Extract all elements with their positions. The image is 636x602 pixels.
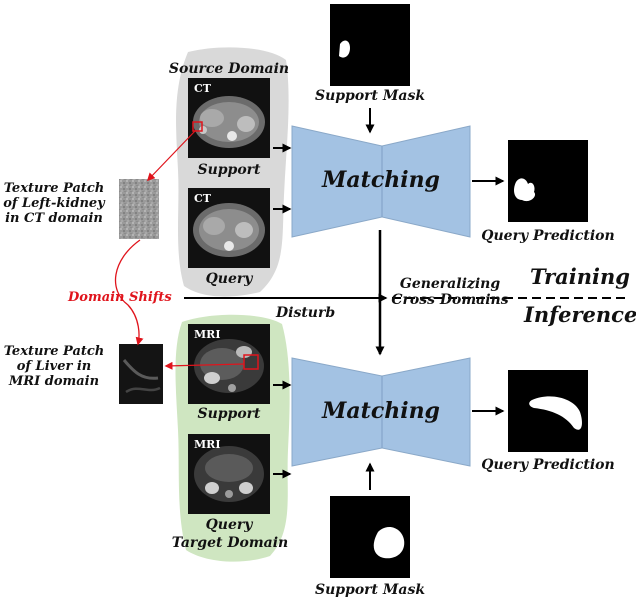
matching-network-top xyxy=(291,125,471,238)
ct-patch-label: Texture Patch of Left-kidney in CT domai… xyxy=(0,181,108,227)
generalizing-label: Generalizing Cross Domains xyxy=(384,276,516,308)
disturb-label: Disturb xyxy=(276,305,336,321)
matching-network-bottom xyxy=(291,357,471,467)
mri-query-label: Query xyxy=(205,517,253,533)
ct-support-label: Support xyxy=(197,162,261,178)
matching-top-label: Matching xyxy=(322,167,440,193)
ct-patch-label-line2: of Left-kidney xyxy=(3,195,105,211)
ct-query-scan xyxy=(188,188,270,268)
bottom-support-mask xyxy=(330,496,410,578)
mri-patch-marker xyxy=(243,354,259,370)
top-prediction-label: Query Prediction xyxy=(481,228,615,244)
ct-query-label: Query xyxy=(205,271,253,287)
generalizing-line2: Cross Domains xyxy=(391,292,509,309)
mri-query-scan xyxy=(188,434,270,514)
bottom-support-mask-label: Support Mask xyxy=(314,582,426,598)
ct-patch-link xyxy=(146,129,197,182)
ct-patch-marker xyxy=(192,121,203,132)
top-support-mask-label: Support Mask xyxy=(314,88,426,104)
source-domain-title: Source Domain xyxy=(168,61,290,77)
bottom-prediction-label: Query Prediction xyxy=(481,457,615,473)
matching-bottom-label: Matching xyxy=(322,398,440,424)
mri-patch-link xyxy=(164,361,245,370)
top-query-prediction xyxy=(508,140,588,222)
bottom-query-prediction xyxy=(508,370,588,452)
mri-support-label: Support xyxy=(197,406,261,422)
generalizing-line1: Generalizing xyxy=(399,276,501,292)
inference-label: Inference xyxy=(524,302,636,327)
training-label: Training xyxy=(530,264,630,289)
mri-query-tag: MRI xyxy=(194,438,220,451)
mri-texture-patch xyxy=(119,344,163,404)
ct-texture-patch xyxy=(119,179,159,239)
mri-patch-label-line2: of Liver in xyxy=(16,358,92,374)
top-support-mask xyxy=(330,4,410,86)
ct-support-tag: CT xyxy=(194,82,212,95)
mri-patch-label-line1: Texture Patch xyxy=(3,344,105,359)
domain-shift-curve xyxy=(114,239,144,346)
mri-patch-label: Texture Patch of Liver in MRI domain xyxy=(0,344,108,390)
ct-patch-label-line3: in CT domain xyxy=(5,210,103,226)
ct-query-tag: CT xyxy=(194,192,212,205)
ct-support-scan xyxy=(188,78,270,158)
domain-shifts-label: Domain Shifts xyxy=(68,290,172,305)
target-domain-title: Target Domain xyxy=(171,535,289,551)
mri-patch-label-line3: MRI domain xyxy=(8,373,100,389)
mri-support-tag: MRI xyxy=(194,328,220,341)
ct-patch-label-line1: Texture Patch xyxy=(3,181,105,196)
